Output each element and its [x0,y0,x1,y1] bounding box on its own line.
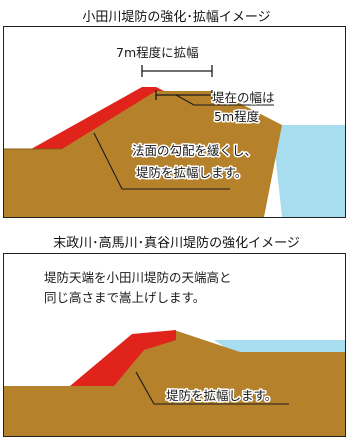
diagram1-title: 小田川堤防の強化･拡幅イメージ [82,10,271,25]
diagram2-title: 末政川･高馬川･真谷川堤防の強化イメージ [53,236,300,251]
levee-body-2 [4,330,345,436]
levee-widening-diagram: 7m程度に拡幅 堤在の幅は 5m程度 法面の勾配を緩くし、 堤防を拡幅します。 [4,44,345,217]
raise-label-1: 堤防天端を小田川堤防の天端高と [44,270,232,285]
diagram1-panel: 7m程度に拡幅 堤在の幅は 5m程度 法面の勾配を緩くし、 堤防を拡幅します。 [3,26,346,218]
levee-widening-area [24,87,164,153]
slope-label-2: 堤防を拡幅します。 [136,165,247,180]
raise-label-2: 同じ高さまで嵩上げします。 [44,290,205,305]
levee-raising-diagram: 堤防天端を小田川堤防の天端高と 同じ高さまで嵩上げします。 堤防を拡幅します。 [4,270,345,436]
river-water [272,125,345,217]
levee-raise-area [70,330,176,386]
new-width-label: 7m程度に拡幅 [116,45,199,60]
slope-label-1: 法面の勾配を緩くし、 [132,143,257,158]
diagram2-panel: 堤防天端を小田川堤防の天端高と 同じ高さまで嵩上げします。 堤防を拡幅します。 [3,253,346,437]
current-width-leader [175,94,274,106]
widen-leader [135,371,289,405]
existing-levee-body [4,91,282,217]
slope-leader [93,132,230,190]
current-width-label-2: 5m程度 [214,109,260,124]
widen-label: 堤防を拡幅します。 [166,388,277,403]
current-width-label-1: 堤在の幅は [212,90,275,105]
river-water-2 [214,340,345,352]
